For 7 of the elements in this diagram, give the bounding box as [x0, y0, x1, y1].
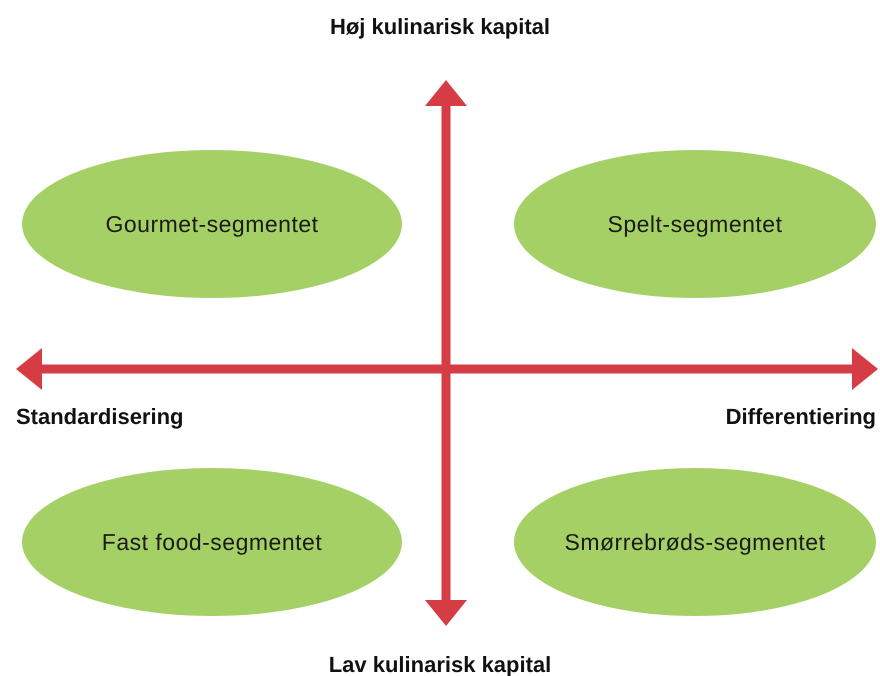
axis-label: Høj kulinarisk kapital	[328, 13, 552, 41]
segment-ellipse: Smørrebrøds-segmentet	[514, 468, 876, 616]
segment-ellipse: Gourmet-segmentet	[22, 150, 402, 298]
segment-ellipse: Fast food-segmentet	[22, 468, 402, 616]
segment-ellipse: Spelt-segmentet	[514, 150, 876, 298]
axis-label: Differentiering	[726, 403, 876, 431]
axis-label: Standardisering	[16, 403, 184, 431]
